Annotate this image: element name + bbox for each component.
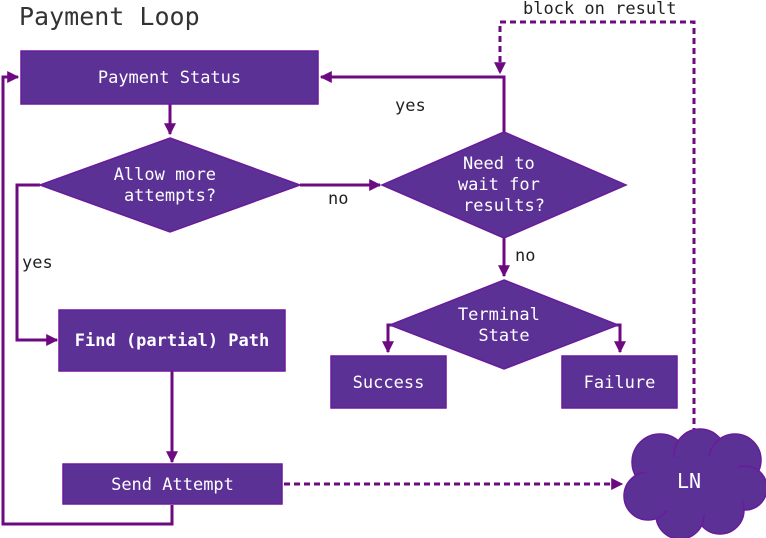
terminal-line-1: Terminal (458, 305, 540, 325)
node-allow-more-attempts: Allow more attempts? (37, 137, 303, 233)
edge-terminal-to-failure (614, 323, 626, 354)
node-success-label: Success (353, 373, 425, 393)
edge-allow-to-find-path (15, 183, 59, 346)
label-no-right: no (328, 189, 348, 209)
node-send-attempt-label: Send Attempt (111, 475, 234, 495)
allow-more-line-1: Allow more (114, 165, 216, 185)
diagram-title: Payment Loop (19, 2, 200, 31)
node-terminal-state-label: Terminal State (458, 305, 550, 346)
label-yes-left: yes (22, 253, 53, 273)
node-ln-label: LN (677, 469, 701, 493)
label-no-down: no (515, 246, 535, 266)
label-yes-top: yes (395, 96, 426, 116)
node-need-to-wait-label: Need to wait for results? (458, 154, 550, 216)
node-success: Success (330, 355, 447, 409)
node-ln-cloud: LN (623, 428, 766, 538)
need-wait-line-3: results? (463, 196, 545, 216)
edge-send-to-status-loop (1, 71, 174, 526)
edge-ln-block-on-result (494, 20, 696, 434)
node-find-path: Find (partial) Path (58, 309, 286, 372)
node-failure-label: Failure (584, 373, 656, 393)
node-allow-more-attempts-label: Allow more attempts? (114, 165, 227, 206)
ln-cloud-icon (623, 428, 766, 538)
edge-need-wait-to-status (319, 71, 506, 132)
node-payment-status: Payment Status (20, 50, 319, 105)
node-need-to-wait: Need to wait for results? (380, 131, 628, 239)
node-send-attempt: Send Attempt (62, 463, 283, 505)
label-block-on-result: block on result (523, 0, 677, 19)
node-failure: Failure (561, 355, 678, 409)
node-terminal-state: Terminal State (387, 279, 621, 370)
node-payment-status-label: Payment Status (98, 68, 241, 88)
edge-terminal-to-success (382, 323, 394, 354)
need-wait-line-2: wait for (458, 175, 540, 195)
terminal-line-2: State (478, 326, 529, 346)
node-find-path-label: Find (partial) Path (75, 331, 269, 351)
need-wait-line-1: Need to (463, 154, 535, 174)
allow-more-line-2: attempts? (124, 186, 216, 206)
